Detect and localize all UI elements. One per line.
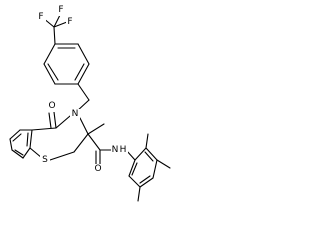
fused-benzo-ring bbox=[9, 129, 33, 159]
ring-bond bbox=[77, 43, 90, 65]
atom-label-sulfur: S bbox=[42, 155, 48, 165]
bond-benzo-co bbox=[31, 127, 57, 131]
ring-bond bbox=[139, 177, 154, 188]
bond-cq-methyl bbox=[87, 123, 105, 135]
atom-label-amide-hydrogen: H bbox=[120, 145, 127, 155]
bond-ortho-methyl-bottom bbox=[137, 186, 141, 202]
atom-label-f3: F bbox=[67, 17, 72, 27]
ring-bond bbox=[43, 63, 56, 85]
ring-double-bond bbox=[131, 162, 138, 176]
chemical-structure-diagram: F F F N O S O N H bbox=[9, 5, 171, 202]
mesityl-ring bbox=[128, 133, 171, 202]
bond-ring-ch2 bbox=[77, 83, 90, 101]
ring-bond bbox=[11, 149, 24, 159]
ring-double-bond bbox=[144, 151, 154, 162]
ring-double-bond bbox=[12, 133, 22, 142]
ring-bond bbox=[29, 129, 33, 149]
bond-c-f3 bbox=[53, 21, 68, 28]
bond-ortho-methyl-top bbox=[145, 133, 149, 149]
bond-para-methyl bbox=[156, 159, 171, 169]
atom-labels: F F F N O S O N H bbox=[37, 5, 128, 175]
atom-label-f2: F bbox=[58, 5, 63, 15]
bond-co-n bbox=[55, 115, 71, 129]
ring-bond bbox=[43, 43, 56, 65]
ring-double-bond bbox=[14, 149, 24, 156]
bond-ring-carbonyl-2 bbox=[48, 112, 52, 129]
ring-bond bbox=[77, 63, 90, 85]
trifluoromethyl-group bbox=[42, 14, 68, 45]
bond-cq-ch2 bbox=[73, 133, 89, 153]
atom-label-ring-carbonyl-oxygen: O bbox=[48, 101, 55, 111]
ring-bond bbox=[22, 147, 31, 159]
ring-double-bond bbox=[74, 63, 85, 81]
atom-label-f1: F bbox=[38, 12, 43, 22]
ring-bond bbox=[9, 138, 13, 151]
bond-cf3-ring bbox=[53, 26, 56, 45]
ring-double-bond bbox=[26, 132, 29, 147]
bond-ring-carbonyl-1 bbox=[53, 111, 57, 129]
ring-bond bbox=[128, 175, 141, 188]
atom-label-ring-nitrogen: N bbox=[72, 109, 79, 119]
ring-bond bbox=[9, 129, 21, 140]
ring-double-bond bbox=[139, 175, 151, 184]
upper-benzene-ring bbox=[43, 43, 90, 85]
bond-c-f2 bbox=[53, 14, 61, 28]
ring-double-bond bbox=[47, 63, 59, 81]
bond-ch2-s bbox=[49, 151, 75, 161]
thiazepine-ring bbox=[29, 111, 89, 161]
atom-label-amide-nitrogen: N bbox=[112, 145, 119, 155]
bond-cq-camide bbox=[87, 133, 101, 151]
atom-label-amide-oxygen: O bbox=[94, 164, 101, 174]
bond-n-cq bbox=[79, 117, 89, 135]
ring-bond bbox=[145, 147, 158, 161]
ring-bond bbox=[152, 159, 158, 179]
ring-bond bbox=[134, 147, 147, 161]
ring-bond bbox=[128, 159, 136, 177]
